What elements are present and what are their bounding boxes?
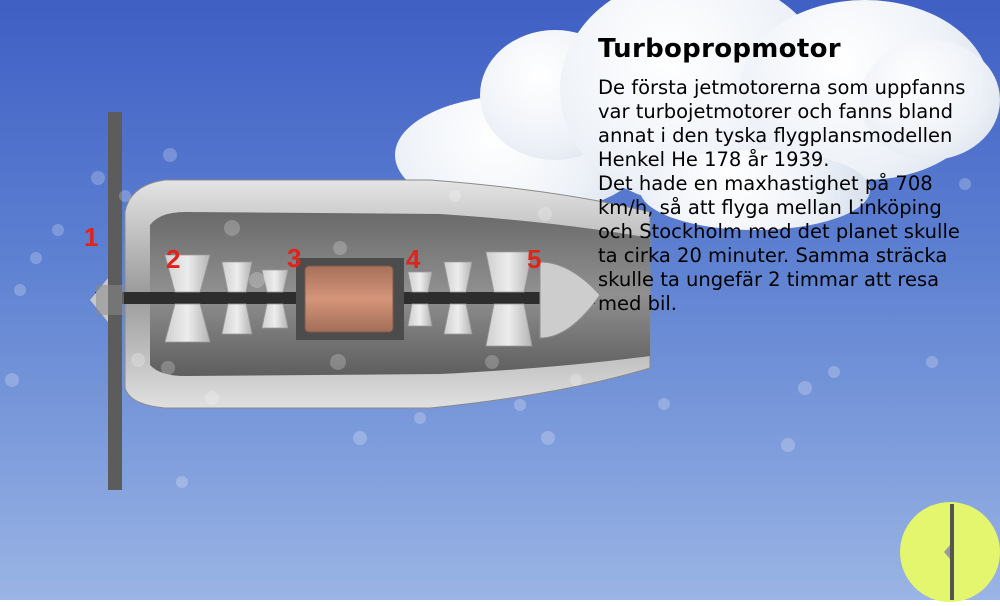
info-panel: Turbopropmotor De första jetmotorerna so… [598,34,978,316]
info-title: Turbopropmotor [598,34,978,64]
combustion-chamber [296,258,404,340]
label-turbine: 4 [406,244,420,275]
label-propeller: 1 [84,222,98,253]
label-power-turbine: 5 [527,244,541,275]
label-combustion: 3 [287,243,301,274]
propeller-button[interactable] [900,502,1000,602]
info-paragraph: De första jetmotorerna som uppfanns var … [598,76,978,172]
info-body: De första jetmotorerna som uppfanns var … [598,76,978,316]
info-paragraph: Det hade en maxhastighet på 708 km/h, så… [598,172,978,316]
propeller-icon [900,502,1000,602]
propeller[interactable] [90,112,124,490]
label-compressor: 2 [166,244,180,275]
